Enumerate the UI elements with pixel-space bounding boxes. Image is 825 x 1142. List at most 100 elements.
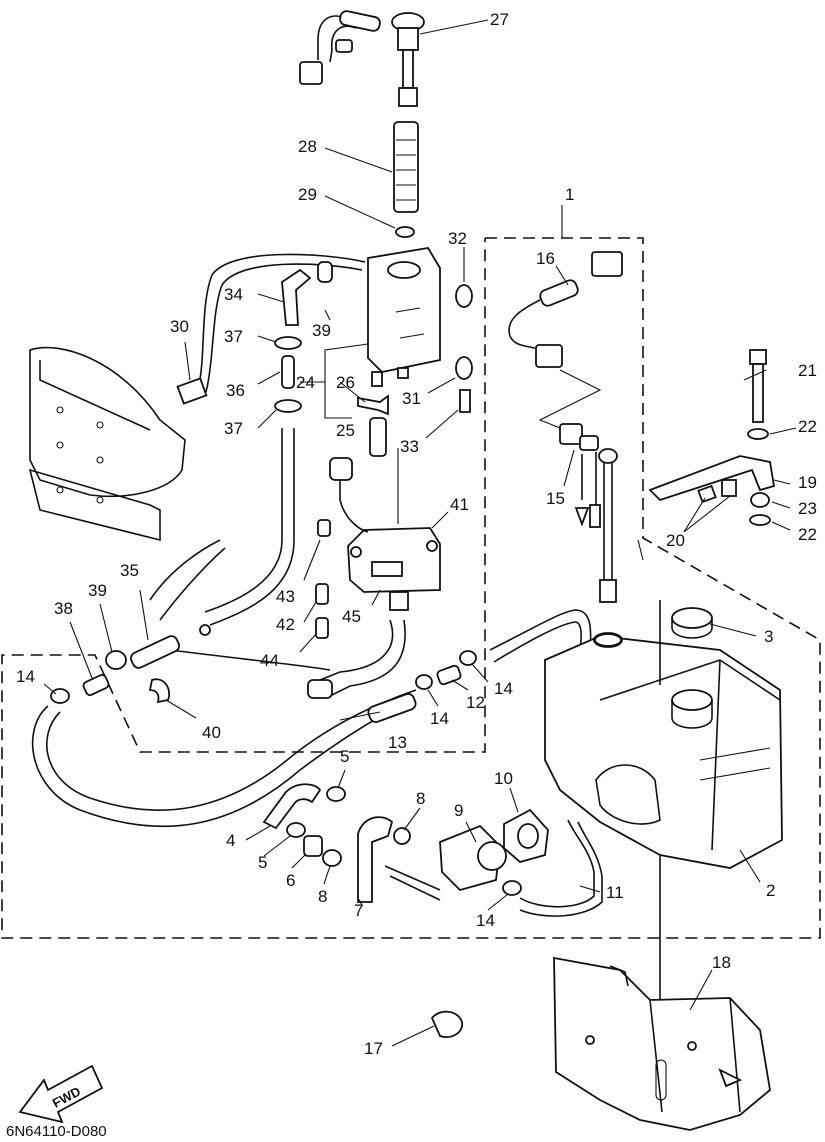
part-32-grommet bbox=[455, 284, 473, 308]
callout-7: 7 bbox=[354, 901, 363, 920]
part-14-clip-mid bbox=[415, 674, 433, 690]
part-14-clip-lower bbox=[502, 880, 522, 896]
callout-17: 17 bbox=[364, 1039, 383, 1058]
callout-20: 20 bbox=[666, 531, 685, 550]
callout-1: 1 bbox=[565, 185, 574, 204]
callout-6: 6 bbox=[286, 871, 295, 890]
part-42-fitting bbox=[315, 583, 329, 605]
callout-2: 2 bbox=[766, 881, 775, 900]
callout-14-upper: 14 bbox=[494, 679, 513, 698]
engine-bracket-lines bbox=[149, 539, 331, 671]
part-14-clip-left bbox=[50, 688, 70, 704]
callout-36: 36 bbox=[226, 381, 245, 400]
callout-labels: 27 28 29 1 16 32 34 39 30 37 36 24 26 31… bbox=[16, 10, 817, 1058]
callout-18: 18 bbox=[712, 953, 731, 972]
part-18-tank-bracket bbox=[553, 956, 771, 1131]
callout-39-lower: 39 bbox=[88, 581, 107, 600]
part-11-hose bbox=[519, 819, 595, 908]
part-8-clip-upper bbox=[393, 827, 411, 845]
part-13-hose-end bbox=[367, 693, 417, 723]
engine-cowling bbox=[28, 346, 186, 542]
callout-39-upper: 39 bbox=[312, 321, 331, 340]
part-6-joint bbox=[303, 835, 323, 857]
part-16-wire-harness bbox=[508, 251, 623, 368]
callout-34: 34 bbox=[224, 285, 243, 304]
part-24-sub-tank bbox=[367, 247, 441, 387]
part-13-long-hose bbox=[31, 699, 413, 828]
part-43-fitting bbox=[317, 519, 331, 537]
part-22-washer-lower bbox=[749, 514, 771, 526]
callout-10: 10 bbox=[494, 769, 513, 788]
callout-19: 19 bbox=[798, 473, 817, 492]
part-15-level-switch bbox=[559, 423, 618, 603]
part-44-hose-end bbox=[307, 679, 333, 699]
part-31-grommet bbox=[455, 356, 473, 380]
part-40-clamp bbox=[148, 678, 170, 704]
callout-22-lower: 22 bbox=[798, 525, 817, 544]
part-25-pipe bbox=[369, 417, 387, 457]
callout-21: 21 bbox=[798, 361, 817, 380]
callout-14-lower: 14 bbox=[476, 911, 495, 930]
part-30-breather-hose bbox=[197, 253, 366, 389]
part-21-bolt bbox=[749, 349, 767, 423]
part-12-joint bbox=[436, 664, 462, 686]
callout-3: 3 bbox=[764, 627, 773, 646]
part-15-grommet bbox=[594, 633, 622, 647]
part-5-clip-upper bbox=[326, 786, 346, 802]
callout-5-lower: 5 bbox=[258, 853, 267, 872]
drawing-code: 6N64110-D080 bbox=[6, 1123, 107, 1140]
part-27-oil-level-gauge bbox=[299, 10, 425, 107]
part-39-clip-lower bbox=[105, 650, 127, 670]
callout-37-upper: 37 bbox=[224, 327, 243, 346]
part-36-joint bbox=[281, 355, 295, 389]
callout-9: 9 bbox=[454, 801, 463, 820]
callout-29: 29 bbox=[298, 185, 317, 204]
callout-5-upper: 5 bbox=[340, 747, 349, 766]
callout-45: 45 bbox=[342, 607, 361, 626]
callout-42: 42 bbox=[276, 615, 295, 634]
part-2-oil-tank bbox=[544, 632, 783, 869]
callout-38: 38 bbox=[54, 599, 73, 618]
callout-28: 28 bbox=[298, 137, 317, 156]
part-3-tank-cap bbox=[671, 607, 713, 639]
callout-26: 26 bbox=[336, 373, 355, 392]
callout-14-left: 14 bbox=[16, 667, 35, 686]
callout-31: 31 bbox=[402, 389, 421, 408]
callout-8-lower: 8 bbox=[318, 887, 327, 906]
part-7-hose bbox=[357, 816, 394, 903]
part-38-joint bbox=[82, 674, 110, 696]
part-35-hose bbox=[130, 635, 180, 669]
callout-27: 27 bbox=[490, 10, 509, 29]
callout-15: 15 bbox=[546, 489, 565, 508]
part-26-bracket bbox=[357, 394, 389, 416]
part-17-clip bbox=[430, 1010, 464, 1038]
part-4-hose bbox=[262, 783, 322, 830]
part-19-band bbox=[648, 455, 776, 504]
leader-lines bbox=[43, 19, 797, 1047]
callout-35: 35 bbox=[120, 561, 139, 580]
part-29-o-ring bbox=[395, 226, 415, 238]
part-44-fitting bbox=[315, 617, 329, 639]
callout-14-mid: 14 bbox=[430, 709, 449, 728]
callout-23: 23 bbox=[798, 499, 817, 518]
callout-33: 33 bbox=[400, 437, 419, 456]
part-28-oil-filter bbox=[393, 121, 419, 213]
callout-44: 44 bbox=[260, 651, 279, 670]
part-37-clip-lower bbox=[274, 399, 302, 413]
part-37-clip-upper bbox=[274, 336, 302, 350]
callout-24: 24 bbox=[296, 373, 315, 392]
callout-11: 11 bbox=[606, 883, 624, 902]
part-10-strainer-cap bbox=[503, 808, 549, 863]
part-30-hose-end bbox=[176, 377, 208, 405]
callout-30: 30 bbox=[170, 317, 189, 336]
part-14-clip-upper bbox=[459, 650, 477, 666]
callout-37-lower: 37 bbox=[224, 419, 243, 438]
engine-fitting bbox=[199, 624, 211, 636]
part-34-hose bbox=[281, 268, 312, 326]
part-33-bolt bbox=[459, 389, 471, 413]
callout-16: 16 bbox=[536, 249, 555, 268]
callout-32: 32 bbox=[448, 229, 467, 248]
callout-4: 4 bbox=[226, 831, 235, 850]
callout-13: 13 bbox=[388, 733, 407, 752]
